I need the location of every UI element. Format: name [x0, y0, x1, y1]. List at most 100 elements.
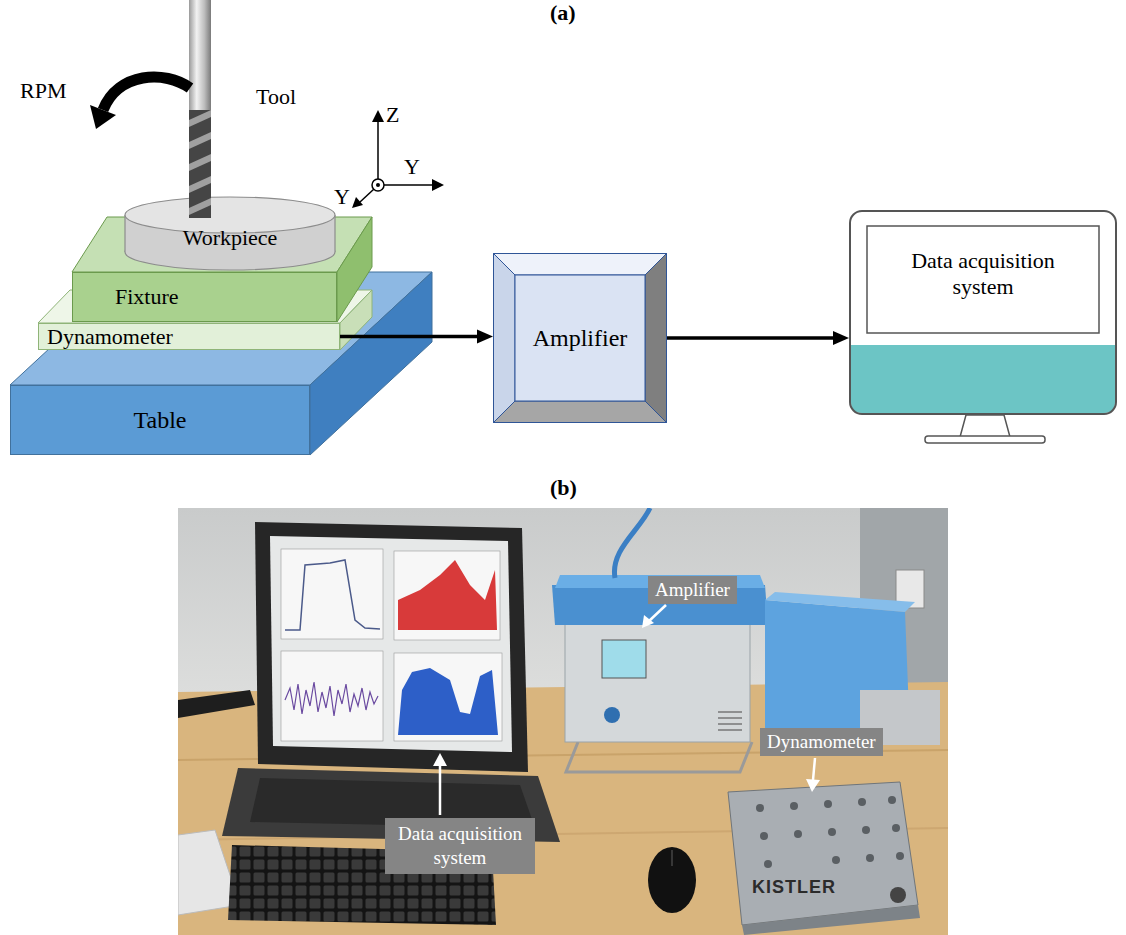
axis-triad: [372, 110, 384, 122]
leader-arrows: [806, 779, 820, 792]
panel-letter: (b): [550, 477, 577, 499]
monitor-body: [850, 211, 1116, 414]
amplifier-face: [515, 275, 645, 401]
dynamometer-block: Dynamometer: [38, 323, 340, 350]
tool-flutes: [189, 198, 211, 215]
lab-photo: [888, 796, 896, 804]
axis-triad: [432, 179, 444, 191]
lab-photo: [178, 508, 948, 935]
lab-photo: [718, 729, 742, 731]
lab-photo: [858, 798, 866, 806]
node-text: Dynamometer: [767, 730, 876, 754]
tool-flutes: [189, 132, 211, 149]
lab-photo: [285, 682, 378, 716]
monitor-stand: [925, 436, 1045, 443]
workpiece-cylinder: Workpiece: [125, 222, 335, 254]
tool-flutes: [189, 110, 211, 127]
amplifier-outline: [494, 254, 667, 423]
end-mill-tool: [189, 0, 211, 110]
lab-photo: [285, 560, 380, 630]
leader-arrows: [813, 758, 815, 780]
leader-arrows: [433, 753, 447, 766]
lab-photo: [728, 782, 918, 925]
axis-label: Y: [334, 186, 350, 208]
lab-photo: [824, 800, 832, 808]
amplifier-bevel: [494, 254, 667, 276]
lab-photo: [394, 551, 500, 640]
leader-arrows: [433, 605, 820, 815]
end-mill-tool: [189, 0, 211, 218]
motion-label: RPM: [20, 80, 66, 102]
lab-photo: [398, 668, 498, 735]
axis-triad: [377, 122, 379, 179]
lab-photo: [790, 802, 798, 810]
lab-photo: [756, 804, 764, 812]
lab-photo: [764, 860, 772, 868]
table-block: [10, 272, 432, 455]
leader-arrows: [648, 605, 666, 622]
lab-photo: [398, 560, 497, 630]
tool-flutes: [189, 176, 211, 193]
rotation-arrow: [90, 105, 116, 129]
amplifier-box: Amplifier: [493, 253, 667, 423]
lab-photo: [892, 824, 900, 832]
lab-photo: [648, 847, 696, 913]
monitor-display-shape: [849, 210, 1117, 415]
amplifier-bevel: [494, 254, 516, 423]
node-text: Data acquisition system: [893, 248, 1073, 301]
photo-callout: Data acquisition system: [385, 818, 535, 874]
monitor-stand: [925, 415, 1045, 443]
lab-photo: [794, 830, 802, 838]
rotation-arrow: [103, 77, 190, 110]
lab-photo: [765, 592, 915, 612]
amplifier-bevel: [494, 401, 667, 423]
node-text: Fixture: [115, 273, 336, 321]
monitor-display: Data acquisition system: [849, 210, 1117, 415]
rotation-arrow: [90, 77, 190, 129]
lab-photo: [671, 850, 673, 866]
workpiece-cylinder: [124, 215, 125, 252]
lab-photo: [281, 651, 383, 741]
part-label: Tool: [256, 86, 296, 108]
lab-photo: [566, 742, 752, 772]
connector-arrow: [340, 330, 493, 344]
amplifier-bevel: [645, 254, 667, 423]
lab-photo: [281, 549, 383, 639]
node-text: Amplifier: [655, 578, 730, 602]
fixture-block: Fixture: [72, 272, 337, 322]
axis-triad: [372, 179, 384, 191]
monitor-screen: [867, 226, 1099, 333]
arrow-head: [477, 330, 493, 344]
node-text: Amplifier: [533, 325, 628, 352]
lab-photo: [394, 653, 502, 741]
node-text: Dynamometer: [47, 324, 339, 349]
axis-label: Y: [404, 156, 420, 178]
axis-triad: [352, 197, 363, 208]
lab-photo: [602, 640, 646, 678]
lab-photo: [828, 828, 836, 836]
axis-triad: [376, 183, 380, 187]
workpiece-cylinder: [334, 215, 335, 252]
arrow-head: [833, 331, 849, 345]
node-text: Workpiece: [125, 222, 335, 254]
lab-photo: [614, 508, 650, 578]
lab-photo: [565, 620, 750, 742]
tool-flutes: [189, 154, 211, 171]
lab-photo: [742, 905, 920, 935]
tool-flutes: [189, 110, 211, 215]
axis-triad: [384, 184, 432, 186]
photo-callout: Dynamometer: [760, 728, 883, 756]
lab-photo: [604, 707, 620, 723]
axis-label: Z: [386, 104, 399, 126]
brand-marking: KISTLER: [752, 878, 836, 896]
lab-photo: [718, 711, 742, 713]
lab-photo: [178, 690, 255, 718]
lab-photo: [866, 854, 874, 862]
workpiece-cylinder: [125, 197, 335, 270]
node-text: Data acquisition system: [392, 822, 528, 870]
axis-triad: [360, 189, 374, 202]
